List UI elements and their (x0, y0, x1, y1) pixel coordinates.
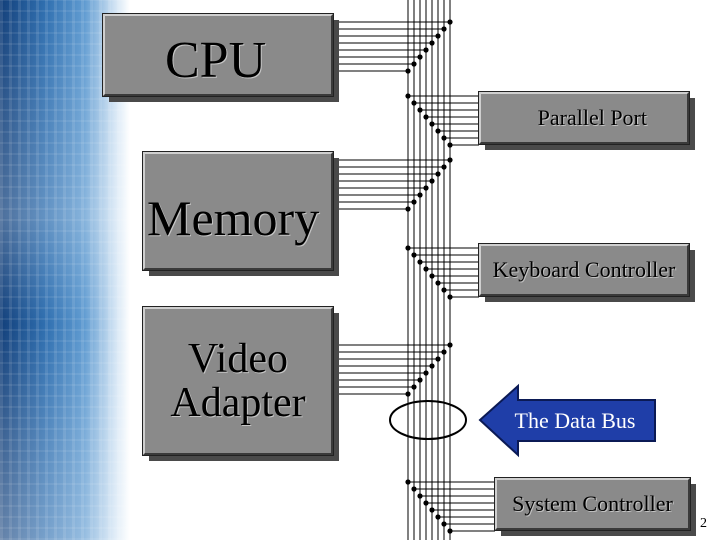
bus-connection-dot (429, 363, 435, 369)
bus-connection-dot (417, 107, 423, 113)
parallel-port-box: Parallel Port (478, 91, 690, 145)
bus-connection-dot (411, 486, 417, 492)
bus-connection-dot (405, 245, 411, 251)
bus-connection-dot (435, 280, 441, 286)
data-bus-callout-label: The Data Bus (514, 408, 636, 433)
bus-connection-dot (423, 114, 429, 120)
memory-box: Memory (142, 151, 334, 271)
bus-connection-dot (441, 349, 447, 355)
bus-connection-lines (335, 21, 495, 532)
bus-connection-dot (447, 157, 453, 163)
bus-connection-dot (405, 479, 411, 485)
bus-connection-dot (429, 273, 435, 279)
bus-connection-dot (417, 377, 423, 383)
data-bus-arrow (478, 383, 656, 458)
bus-connection-dot (429, 121, 435, 127)
bus-connection-dot (447, 528, 453, 534)
bus-vertical-lines (407, 0, 451, 540)
bus-connection-dot (417, 54, 423, 60)
video-adapter-label-line2: Adapter (170, 380, 306, 426)
system-controller-label: System Controller (512, 491, 673, 517)
video-adapter-box: Video Adapter (142, 306, 334, 456)
bus-connection-dot (423, 370, 429, 376)
bus-connection-dot (417, 192, 423, 198)
bus-connection-dot (417, 259, 423, 265)
bus-connection-dot (411, 252, 417, 258)
bus-connection-dot (435, 171, 441, 177)
bus-connection-dot (423, 500, 429, 506)
bus-connection-dot (411, 100, 417, 106)
bus-connection-dot (441, 135, 447, 141)
bus-connection-dot (423, 185, 429, 191)
system-controller-box: System Controller (494, 477, 691, 531)
bus-connection-dot (405, 68, 411, 74)
bus-connection-dot (435, 33, 441, 39)
bus-connection-dot (423, 266, 429, 272)
bus-connection-dot (405, 206, 411, 212)
bus-connection-dot (447, 142, 453, 148)
bus-connection-dot (441, 26, 447, 32)
bus-connection-dot (435, 128, 441, 134)
cpu-box: CPU (102, 13, 334, 97)
bus-connection-dot (441, 521, 447, 527)
bus-connection-dot (405, 391, 411, 397)
bus-connection-dot (405, 93, 411, 99)
page-number: 2 (700, 516, 707, 531)
bus-connection-dot (429, 507, 435, 513)
cpu-label: CPU (165, 32, 267, 89)
video-adapter-label-line1: Video (187, 335, 289, 382)
bus-connection-dot (411, 384, 417, 390)
keyboard-controller-box: Keyboard Controller (478, 243, 690, 297)
bus-connection-dot (417, 493, 423, 499)
bus-connection-dot (447, 342, 453, 348)
bus-connection-dot (441, 287, 447, 293)
bus-connection-dot (411, 61, 417, 67)
bus-connection-dot (441, 164, 447, 170)
bus-highlight-ellipse (389, 400, 467, 440)
bus-connection-dot (429, 40, 435, 46)
bus-connection-dot (423, 47, 429, 53)
bus-connection-dot (411, 199, 417, 205)
bus-connection-dot (435, 514, 441, 520)
keyboard-controller-label: Keyboard Controller (492, 257, 676, 283)
bus-connection-dot (447, 19, 453, 25)
parallel-port-label: Parallel Port (537, 105, 647, 131)
bus-connection-dot (447, 294, 453, 300)
memory-label: Memory (147, 190, 320, 246)
bus-connection-dots (405, 19, 453, 534)
bus-connection-dot (435, 356, 441, 362)
bus-connection-dot (429, 178, 435, 184)
